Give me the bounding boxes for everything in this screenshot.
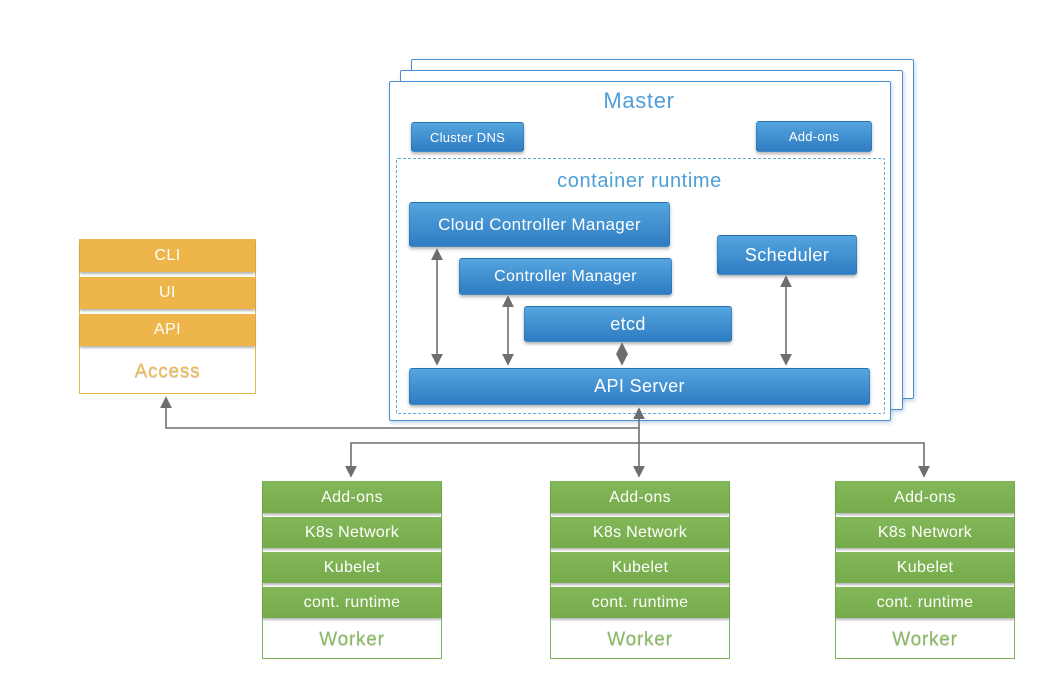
controller-manager-box: Controller Manager	[459, 258, 672, 295]
worker-row-cont-runtime: cont. runtime	[263, 587, 441, 618]
worker-stack-3: Add-ons K8s Network Kubelet cont. runtim…	[835, 481, 1015, 659]
worker-row-kubelet: Kubelet	[263, 552, 441, 583]
access-row-api: API	[80, 314, 255, 346]
worker-row-addons: Add-ons	[263, 482, 441, 513]
api-server-box: API Server	[409, 368, 870, 405]
cluster-dns-box: Cluster DNS	[411, 122, 524, 152]
addons-box: Add-ons	[756, 121, 872, 152]
worker-stack-2: Add-ons K8s Network Kubelet cont. runtim…	[550, 481, 730, 659]
worker-row-k8s-network: K8s Network	[836, 517, 1014, 548]
access-row-cli: CLI	[80, 240, 255, 272]
worker-stack-1: Add-ons K8s Network Kubelet cont. runtim…	[262, 481, 442, 659]
access-stack: CLI UI API Access	[79, 239, 256, 394]
worker-row-cont-runtime: cont. runtime	[551, 587, 729, 618]
master-title: Master	[603, 88, 675, 113]
container-runtime-title: container runtime	[557, 170, 722, 192]
worker-label: Worker	[263, 622, 441, 658]
cloud-controller-manager-box: Cloud Controller Manager	[409, 202, 670, 247]
worker-label: Worker	[551, 622, 729, 658]
worker-row-k8s-network: K8s Network	[263, 517, 441, 548]
worker-row-addons: Add-ons	[836, 482, 1014, 513]
worker-row-cont-runtime: cont. runtime	[836, 587, 1014, 618]
access-row-ui: UI	[80, 277, 255, 309]
worker-row-kubelet: Kubelet	[836, 552, 1014, 583]
scheduler-box: Scheduler	[717, 235, 857, 275]
worker-row-kubelet: Kubelet	[551, 552, 729, 583]
etcd-box: etcd	[524, 306, 732, 342]
access-label: Access	[80, 351, 255, 393]
worker-row-addons: Add-ons	[551, 482, 729, 513]
worker-row-k8s-network: K8s Network	[551, 517, 729, 548]
worker-label: Worker	[836, 622, 1014, 658]
arrow-api-server-workers-1-3	[345, 442, 930, 478]
